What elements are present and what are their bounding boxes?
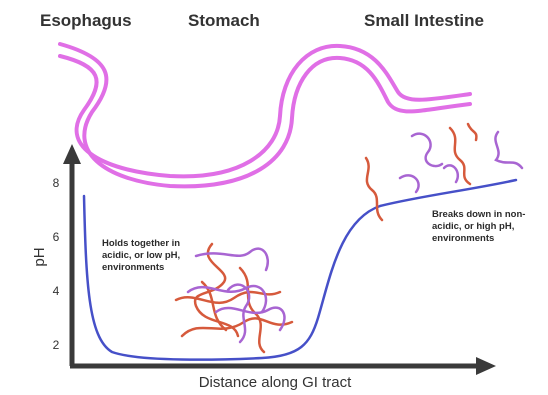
tangled-polymer-cluster bbox=[176, 244, 292, 352]
high-ph-line-2: acidic, or high pH, bbox=[432, 221, 514, 232]
stomach-label: Stomach bbox=[188, 11, 260, 30]
y-tick-6: 6 bbox=[53, 230, 60, 244]
separated-polymer-strands bbox=[366, 124, 522, 220]
x-axis-title: Distance along GI tract bbox=[199, 374, 352, 391]
gi-tract-outline bbox=[60, 44, 470, 186]
low-ph-line-3: environments bbox=[102, 262, 164, 273]
esophagus-label: Esophagus bbox=[40, 11, 132, 30]
tract-outer-wall bbox=[60, 44, 470, 186]
y-axis-arrow-icon bbox=[63, 144, 81, 164]
high-ph-line-3: environments bbox=[432, 233, 494, 244]
purple-strand bbox=[412, 134, 442, 166]
y-tick-8: 8 bbox=[53, 176, 60, 190]
high-ph-annotation: Breaks down in non- acidic, or high pH, … bbox=[432, 209, 525, 244]
red-strand bbox=[468, 124, 476, 140]
red-strand bbox=[450, 128, 470, 184]
high-ph-line-1: Breaks down in non- bbox=[432, 209, 525, 220]
y-axis-title: pH bbox=[31, 247, 48, 266]
low-ph-line-1: Holds together in bbox=[102, 238, 180, 249]
purple-strand bbox=[400, 175, 419, 192]
purple-strand bbox=[495, 132, 522, 168]
x-axis-arrow-icon bbox=[476, 357, 496, 375]
low-ph-line-2: acidic, or low pH, bbox=[102, 250, 180, 261]
low-ph-annotation: Holds together in acidic, or low pH, env… bbox=[102, 238, 180, 273]
y-tick-4: 4 bbox=[53, 284, 60, 298]
small-intestine-label: Small Intestine bbox=[364, 11, 484, 30]
y-tick-2: 2 bbox=[53, 338, 60, 352]
purple-strand bbox=[444, 165, 458, 182]
